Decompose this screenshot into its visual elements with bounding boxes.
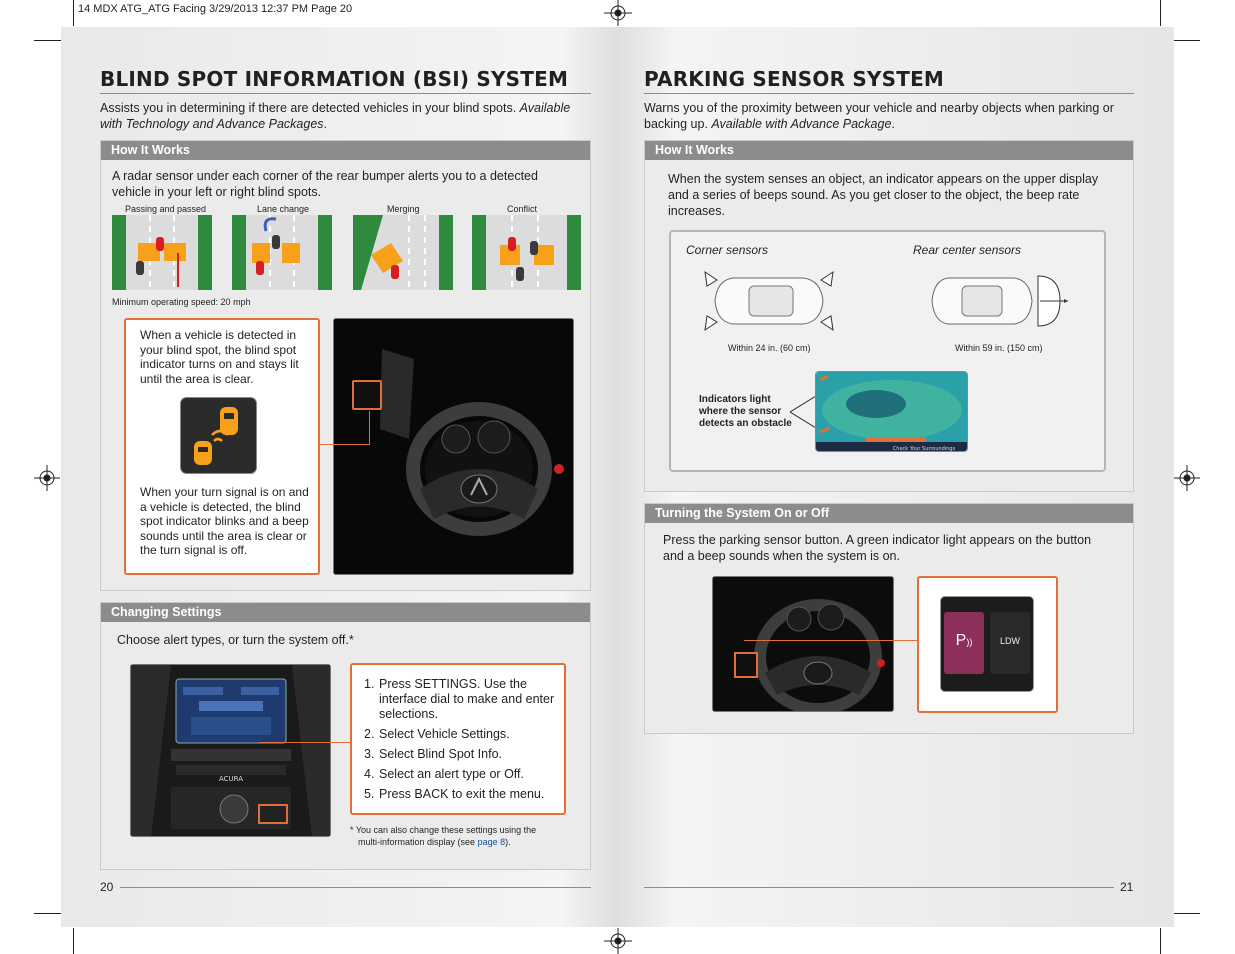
parking-title: PARKING SENSOR SYSTEM xyxy=(644,67,945,91)
step-number: 1. xyxy=(364,677,375,691)
page-link[interactable]: page 8 xyxy=(477,837,506,847)
corner-range: Within 24 in. (60 cm) xyxy=(728,343,811,353)
diagram-label: Merging xyxy=(387,204,420,214)
merging-diagram xyxy=(353,215,453,290)
indicator-label: Indicators light where the sensor detect… xyxy=(699,394,792,429)
turn-signal-text: When your turn signal is on and a vehicl… xyxy=(140,485,309,558)
crop-mark xyxy=(73,928,74,954)
bsi-intro-text: Assists you in determining if there are … xyxy=(100,101,517,115)
diagram-label: Passing and passed xyxy=(125,204,207,214)
registration-mark-icon xyxy=(1174,465,1200,491)
panel-header: How It Works xyxy=(101,141,590,160)
center-console-photo: ACURA xyxy=(130,664,331,837)
step-number: 4. xyxy=(364,767,375,781)
dashboard-photo xyxy=(333,318,574,575)
crop-mark xyxy=(73,0,74,26)
parking-button-label: P xyxy=(955,632,967,649)
footer-rule xyxy=(644,887,1114,888)
step-number: 2. xyxy=(364,727,375,741)
bsi-title: BLIND SPOT INFORMATION (BSI) SYSTEM xyxy=(100,67,569,91)
footnote-line: multi-information display (see page 8). xyxy=(350,836,570,848)
callout-connector xyxy=(744,640,918,641)
crop-mark xyxy=(1172,913,1200,914)
lane-change-diagram xyxy=(232,215,332,290)
diagram-label: Conflict xyxy=(507,204,538,214)
rear-sensors-car-illustration xyxy=(931,275,1068,327)
crop-mark xyxy=(34,40,64,41)
step-text: Press BACK to exit the menu. xyxy=(379,787,545,801)
panel-header: Turning the System On or Off xyxy=(645,504,1133,523)
footnote: * You can also change these settings usi… xyxy=(350,824,570,848)
step-text: Select Blind Spot Info. xyxy=(379,747,502,761)
callout-connector xyxy=(259,742,351,743)
callout-connector xyxy=(320,444,370,445)
print-slug: 14 MDX ATG_ATG Facing 3/29/2013 12:37 PM… xyxy=(78,3,353,15)
detected-text: When a vehicle is detected in your blind… xyxy=(140,328,299,386)
dashboard-illustration xyxy=(713,577,893,711)
bsi-how-text: A radar sensor under each corner of the … xyxy=(112,169,538,199)
step-item: 1. Press SETTINGS. Use the interface dial… xyxy=(364,677,560,722)
step-text: Select an alert type or Off. xyxy=(379,767,524,781)
callout-connector xyxy=(369,411,370,445)
parking-intro-text: Warns you of the proximity between your … xyxy=(644,101,1114,131)
panel-header: Changing Settings xyxy=(101,603,590,622)
pointer-lines xyxy=(789,395,817,429)
min-speed-note: Minimum operating speed: 20 mph xyxy=(112,297,251,307)
diagram-label: Lane change xyxy=(257,204,310,214)
step-number: 3. xyxy=(364,747,375,761)
corner-sensors-label: Corner sensors xyxy=(686,243,769,257)
crop-mark xyxy=(1160,0,1161,26)
conflict-diagram xyxy=(472,215,581,290)
indicator-highlight xyxy=(352,380,382,410)
bsi-intro: Assists you in determining if there are … xyxy=(100,101,571,131)
step-number: 5. xyxy=(364,787,375,801)
step-item: 5. Press BACK to exit the menu. xyxy=(364,787,560,802)
sensor-waves-icon: )) xyxy=(966,637,973,647)
footnote-text: multi-information display (see xyxy=(358,837,476,847)
parking-intro-availability: Available with Advance Package xyxy=(711,117,892,131)
step-item: 4. Select an alert type or Off. xyxy=(364,767,560,782)
ldw-button[interactable]: LDW xyxy=(990,612,1030,674)
center-console-illustration: ACURA xyxy=(131,665,330,836)
bsi-intro-availability: Available with Technology and Advance Pa… xyxy=(100,101,571,131)
page-number-left: 20 xyxy=(100,880,114,894)
registration-mark-icon xyxy=(604,928,632,954)
crop-mark xyxy=(1172,40,1200,41)
camera-message: Check Your Surroundings xyxy=(893,446,956,452)
svg-text:ACURA: ACURA xyxy=(219,775,243,783)
parking-intro: Warns you of the proximity between your … xyxy=(644,101,1114,131)
crop-mark xyxy=(1160,928,1161,954)
step-item: 3. Select Blind Spot Info. xyxy=(364,747,560,762)
settings-text: Choose alert types, or turn the system o… xyxy=(117,633,354,647)
registration-mark-icon xyxy=(604,0,632,26)
step-text: Select Vehicle Settings. xyxy=(379,727,510,741)
footnote-line: * You can also change these settings usi… xyxy=(350,825,537,835)
footer-rule xyxy=(120,887,591,888)
page-number-right: 21 xyxy=(1120,880,1134,894)
title-rule xyxy=(644,93,1134,94)
step-text: Press SETTINGS. Use the interface dial t… xyxy=(379,677,555,721)
panel-header: How It Works xyxy=(645,141,1133,160)
blind-spot-indicator-icon xyxy=(180,397,257,474)
crop-mark xyxy=(34,913,64,914)
rear-sensors-label: Rear center sensors xyxy=(913,243,1022,257)
driver-dashboard-photo xyxy=(712,576,894,712)
steering-wheel-illustration xyxy=(334,319,573,574)
camera-view-illustration: Check Your Surroundings xyxy=(816,372,967,452)
passing-diagram xyxy=(112,215,212,290)
corner-sensors-car-illustration xyxy=(704,270,834,332)
registration-mark-icon xyxy=(34,465,60,491)
settings-steps: 1. Press SETTINGS. Use the interface dial… xyxy=(364,677,560,807)
title-rule xyxy=(100,93,591,94)
rear-camera-display: Check Your Surroundings xyxy=(815,371,968,452)
parking-sensor-button[interactable]: P)) xyxy=(944,612,984,674)
rear-range: Within 59 in. (150 cm) xyxy=(955,343,1043,353)
footnote-text: ). xyxy=(505,837,511,847)
turn-on-text: Press the parking sensor button. A green… xyxy=(663,533,1092,563)
parking-how-text: When the system senses an object, an ind… xyxy=(668,172,1099,218)
step-item: 2. Select Vehicle Settings. xyxy=(364,727,560,742)
steps-callout xyxy=(350,663,566,815)
